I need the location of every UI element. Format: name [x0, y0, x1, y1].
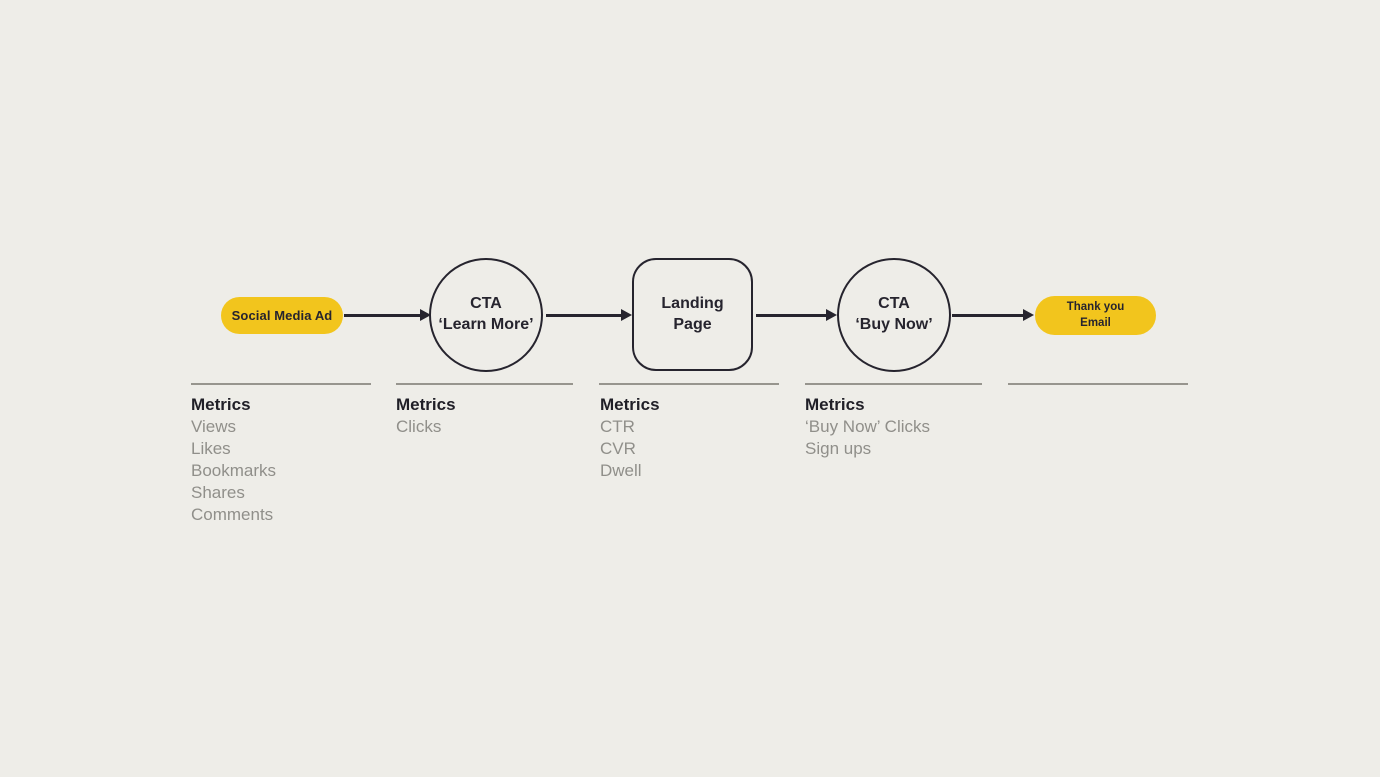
node-cta-learn-more: CTA ‘Learn More’ — [429, 258, 543, 372]
node-thank-you-email-line1: Thank you — [1066, 301, 1125, 314]
metrics-divider-3 — [599, 383, 779, 385]
node-landing-page-line2: Page — [673, 315, 712, 333]
metric-item: Likes — [191, 439, 231, 458]
metric-item: CVR — [600, 439, 636, 458]
arrow-shaft — [756, 314, 828, 317]
arrow-head-icon — [826, 309, 837, 321]
arrow-head-icon — [621, 309, 632, 321]
node-cta-learn-more-line2: ‘Learn More’ — [438, 316, 534, 333]
metric-item: Comments — [191, 505, 274, 524]
metrics-divider-2 — [396, 383, 573, 385]
node-thank-you-email-line2: Email — [1080, 316, 1111, 329]
metrics-divider-1 — [191, 383, 371, 385]
node-social-media-ad: Social Media Ad — [221, 297, 343, 334]
flow-arrow-1 — [344, 309, 431, 322]
node-thank-you-email: Thank you Email — [1035, 296, 1156, 335]
node-cta-buy-now-line1: CTA — [878, 295, 910, 313]
flow-arrow-3 — [756, 309, 837, 322]
flow-arrow-2 — [546, 309, 632, 322]
metric-item: ‘Buy Now’ Clicks — [805, 417, 931, 436]
metrics-heading: Metrics — [191, 395, 251, 414]
metrics-heading: Metrics — [600, 395, 660, 414]
node-cta-buy-now-line2: ‘Buy Now’ — [855, 316, 933, 333]
metrics-column-landing-page: Metrics CTR CVR Dwell — [600, 394, 660, 482]
metrics-column-cta-buy-now: Metrics ‘Buy Now’ Clicks Sign ups — [805, 394, 930, 460]
metrics-divider-5 — [1008, 383, 1188, 385]
arrow-shaft — [344, 314, 422, 317]
flow-arrow-4 — [952, 309, 1034, 322]
metric-item: Clicks — [396, 417, 442, 436]
metrics-heading: Metrics — [805, 395, 865, 414]
metrics-divider-4 — [805, 383, 982, 385]
metric-item: Bookmarks — [191, 461, 277, 480]
node-landing-page: Landing Page — [632, 258, 753, 371]
metric-item: Sign ups — [805, 439, 872, 458]
arrow-head-icon — [1023, 309, 1034, 321]
node-social-media-ad-label: Social Media Ad — [231, 308, 333, 323]
arrow-shaft — [952, 314, 1025, 317]
metrics-column-social-media-ad: Metrics Views Likes Bookmarks Shares Com… — [191, 394, 276, 526]
node-cta-buy-now: CTA ‘Buy Now’ — [837, 258, 951, 372]
node-landing-page-line1: Landing — [661, 294, 724, 312]
metric-item: Views — [191, 417, 237, 436]
metric-item: Dwell — [600, 461, 642, 480]
node-cta-learn-more-line1: CTA — [470, 295, 502, 313]
metrics-column-cta-learn-more: Metrics Clicks — [396, 394, 456, 438]
arrow-head-icon — [420, 309, 431, 321]
metric-item: CTR — [600, 417, 635, 436]
arrow-shaft — [546, 314, 623, 317]
metrics-heading: Metrics — [396, 395, 456, 414]
metric-item: Shares — [191, 483, 245, 502]
